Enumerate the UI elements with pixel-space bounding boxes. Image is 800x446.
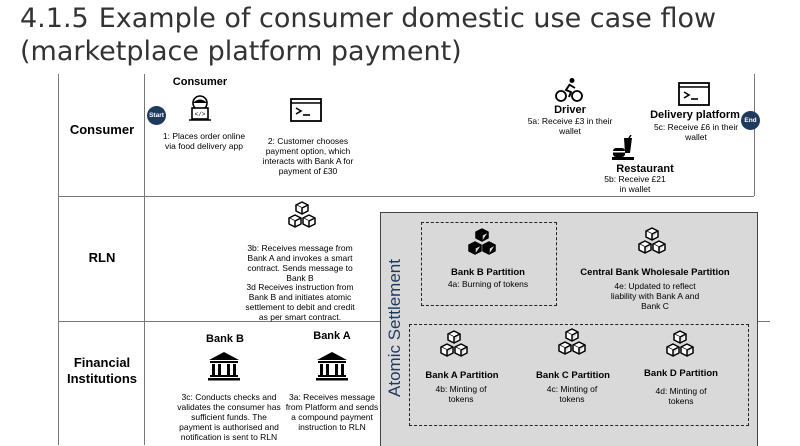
lane-label-fi: Financial Institutions	[66, 355, 138, 386]
person-laptop-icon: </>	[186, 94, 214, 127]
atomic-settlement-panel	[380, 212, 758, 446]
bank-d-partition-name: Bank D Partition	[644, 368, 718, 379]
bank-a-name: Bank A	[313, 330, 351, 342]
bank-b-partition-name: Bank B Partition	[451, 267, 525, 278]
central-bank-name: Central Bank Wholesale Partition	[580, 267, 730, 278]
lane-divider-2-right	[756, 321, 770, 322]
bank-b-building-icon	[207, 351, 241, 386]
bicycle-icon	[555, 77, 583, 108]
bank-c-partition-name: Bank C Partition	[536, 370, 610, 381]
bank-b-partition-box	[421, 222, 557, 306]
terminal-icon	[290, 98, 322, 127]
delivery-platform-text: 5c: Receive £6 in their wallet	[653, 122, 739, 142]
bank-d-partition-icon	[664, 329, 696, 364]
rln-blocks-icon	[286, 200, 318, 235]
delivery-platform-name: Delivery platform	[650, 109, 740, 121]
lane-label-consumer: Consumer	[69, 122, 135, 137]
driver-text: 5a: Receive £3 in their wallet	[527, 116, 613, 136]
bank-a-building-icon	[315, 351, 349, 386]
step1-text: 1: Places order online via food delivery…	[162, 131, 246, 151]
lane-label-divider	[144, 74, 145, 445]
consumer-heading: Consumer	[172, 76, 228, 88]
bank-a-partition-text: 4b: Minting of tokens	[435, 384, 487, 404]
bank-b-partition-icon	[466, 227, 498, 262]
lane-divider-2	[58, 321, 380, 322]
bank-b-name: Bank B	[206, 333, 244, 345]
bank-c-partition-text: 4c: Minting of tokens	[546, 384, 598, 404]
svg-text:</>: </>	[195, 111, 206, 118]
step3a-text: 3a: Receives message from Platform and s…	[285, 392, 379, 432]
restaurant-name: Restaurant	[616, 163, 674, 175]
end-badge: End	[741, 111, 760, 130]
bank-a-partition-name: Bank A Partition	[425, 370, 499, 381]
central-bank-icon	[636, 226, 668, 261]
restaurant-text: 5b: Receive £21 in wallet	[604, 174, 666, 194]
lane-left-border	[58, 74, 59, 445]
bank-d-partition-text: 4d: Minting of tokens	[655, 386, 707, 406]
start-badge: Start	[147, 106, 166, 125]
step3c-text: 3c: Conducts checks and validates the co…	[177, 392, 281, 442]
step3d-text: 3d Receives instruction from Bank B and …	[245, 282, 355, 322]
step3b-text: 3b: Receives message from Bank A and inv…	[247, 243, 353, 283]
bank-c-partition-icon	[556, 327, 588, 362]
lane-right-border	[754, 74, 755, 196]
bank-a-partition-icon	[438, 329, 470, 364]
lane-divider-1	[58, 196, 754, 197]
lane-label-rln: RLN	[88, 250, 116, 265]
delivery-terminal-icon	[678, 82, 710, 111]
section-number: 4.1.5	[20, 3, 89, 34]
minting-partitions-box	[409, 324, 749, 426]
food-icon	[610, 134, 636, 166]
driver-name: Driver	[554, 104, 586, 116]
bank-b-partition-text: 4a: Burning of tokens	[447, 279, 529, 289]
step2-text: 2: Customer chooses payment option, whic…	[262, 136, 354, 176]
atomic-settlement-label: Atomic Settlement	[385, 259, 404, 397]
central-bank-text: 4e: Updated to reflect liability with Ba…	[610, 281, 700, 311]
section-title: Example of consumer domestic use case fl…	[20, 3, 717, 67]
